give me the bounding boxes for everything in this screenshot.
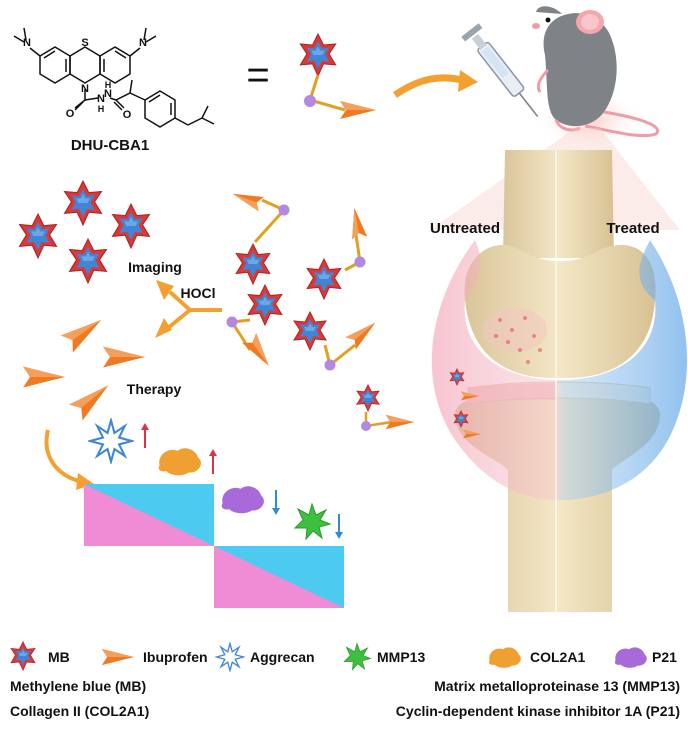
therapy-label: Therapy [127,381,182,397]
conjugate-4 [293,311,381,371]
atom-o1: O [66,108,75,120]
atom-n-right: N [139,37,147,49]
hocl-label: HOCl [181,285,216,301]
legend-ibuprofen-icon [101,648,135,666]
legend-col2a1-label: COL2A1 [530,649,585,665]
atom-nh2: N [104,88,112,100]
arrow-to-syringe [393,74,463,98]
atom-h1: H [98,104,105,114]
legend-ibuprofen-label: Ibuprofen [143,649,208,665]
chemical-structure [13,27,215,128]
legend-aggrecan-icon [215,642,245,672]
ibuprofen-cluster [23,311,145,421]
linker-dot-icon [304,95,316,107]
arrow-head [458,70,478,92]
chemical-atoms: S N N N O O N H N H [23,37,147,121]
legend-aggrecan-label: Aggrecan [250,649,315,665]
desc-p21: Cyclin-dependent kinase inhibitor 1A (P2… [396,703,680,719]
mb-star-icon [299,33,337,77]
mouse-illustration [532,6,660,150]
legend-mmp13-icon [343,643,371,671]
conjugate-5 [356,384,415,431]
compound-name: DHU-CBA1 [71,137,149,154]
col2a1-marker-icon [158,448,201,476]
hocl-split-arrow [166,290,222,330]
legend-p21-label: P21 [652,649,677,665]
syringe-icon [461,23,539,118]
atom-n-left: N [23,37,31,49]
legend-mb-icon [10,641,36,671]
conjugate-3 [226,284,283,371]
abbreviation-descriptions: Methylene blue (MB) Collagen II (COL2A1)… [10,678,680,719]
legend-p21-icon [614,647,647,668]
conjugate-1 [230,186,290,285]
biomarker-indicators [89,419,343,540]
desc-col2a1: Collagen II (COL2A1) [10,703,149,719]
equals-sign: = [246,53,269,97]
legend-mmp13-label: MMP13 [377,649,425,665]
legend-mb-label: MB [48,649,70,665]
untreated-label: Untreated [430,220,500,237]
desc-mb: Methylene blue (MB) [10,678,146,694]
legend: MB Ibuprofen Aggrecan MMP13 COL2A1 P21 [10,641,677,672]
atom-n-core: N [81,83,89,95]
imaging-label: Imaging [128,259,182,275]
staircase-chart [84,484,344,608]
aggrecan-marker-icon [89,419,133,463]
mmp13-marker-icon [294,503,331,540]
conjugate-cartoon [299,33,376,119]
atom-nh1: N [97,93,105,105]
legend-col2a1-icon [488,647,521,668]
knee-joint [430,128,688,612]
conjugate-2 [306,206,368,300]
atom-h2: H [105,80,112,90]
ibuprofen-cone-icon [340,101,376,119]
p21-marker-icon [221,486,264,514]
atom-s: S [81,37,88,49]
conjugate-cluster [226,186,415,431]
atom-o2: O [123,109,132,121]
desc-mmp13: Matrix metalloproteinase 13 (MMP13) [434,678,680,694]
treated-label: Treated [606,220,659,237]
curved-arrow-down [44,429,83,484]
